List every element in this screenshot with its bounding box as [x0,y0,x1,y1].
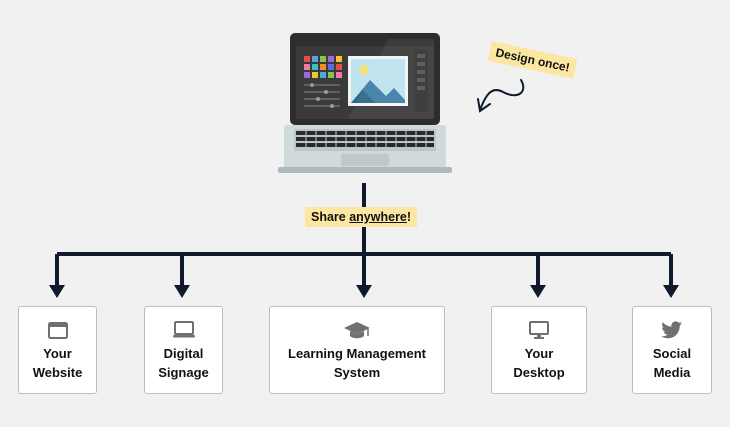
desktop-computer-icon [529,320,549,340]
graduation-cap-icon [343,320,371,340]
browser-window-icon [47,320,68,340]
curved-arrow [477,79,525,113]
laptop-illustration [278,33,452,173]
twitter-bird-icon [661,320,683,340]
share-prefix: Share [311,210,350,224]
monitor-icon [172,320,195,340]
share-anywhere-note: Share anywhere! [305,207,418,227]
share-emphasis: anywhere [349,210,407,224]
share-suffix: ! [406,210,412,224]
